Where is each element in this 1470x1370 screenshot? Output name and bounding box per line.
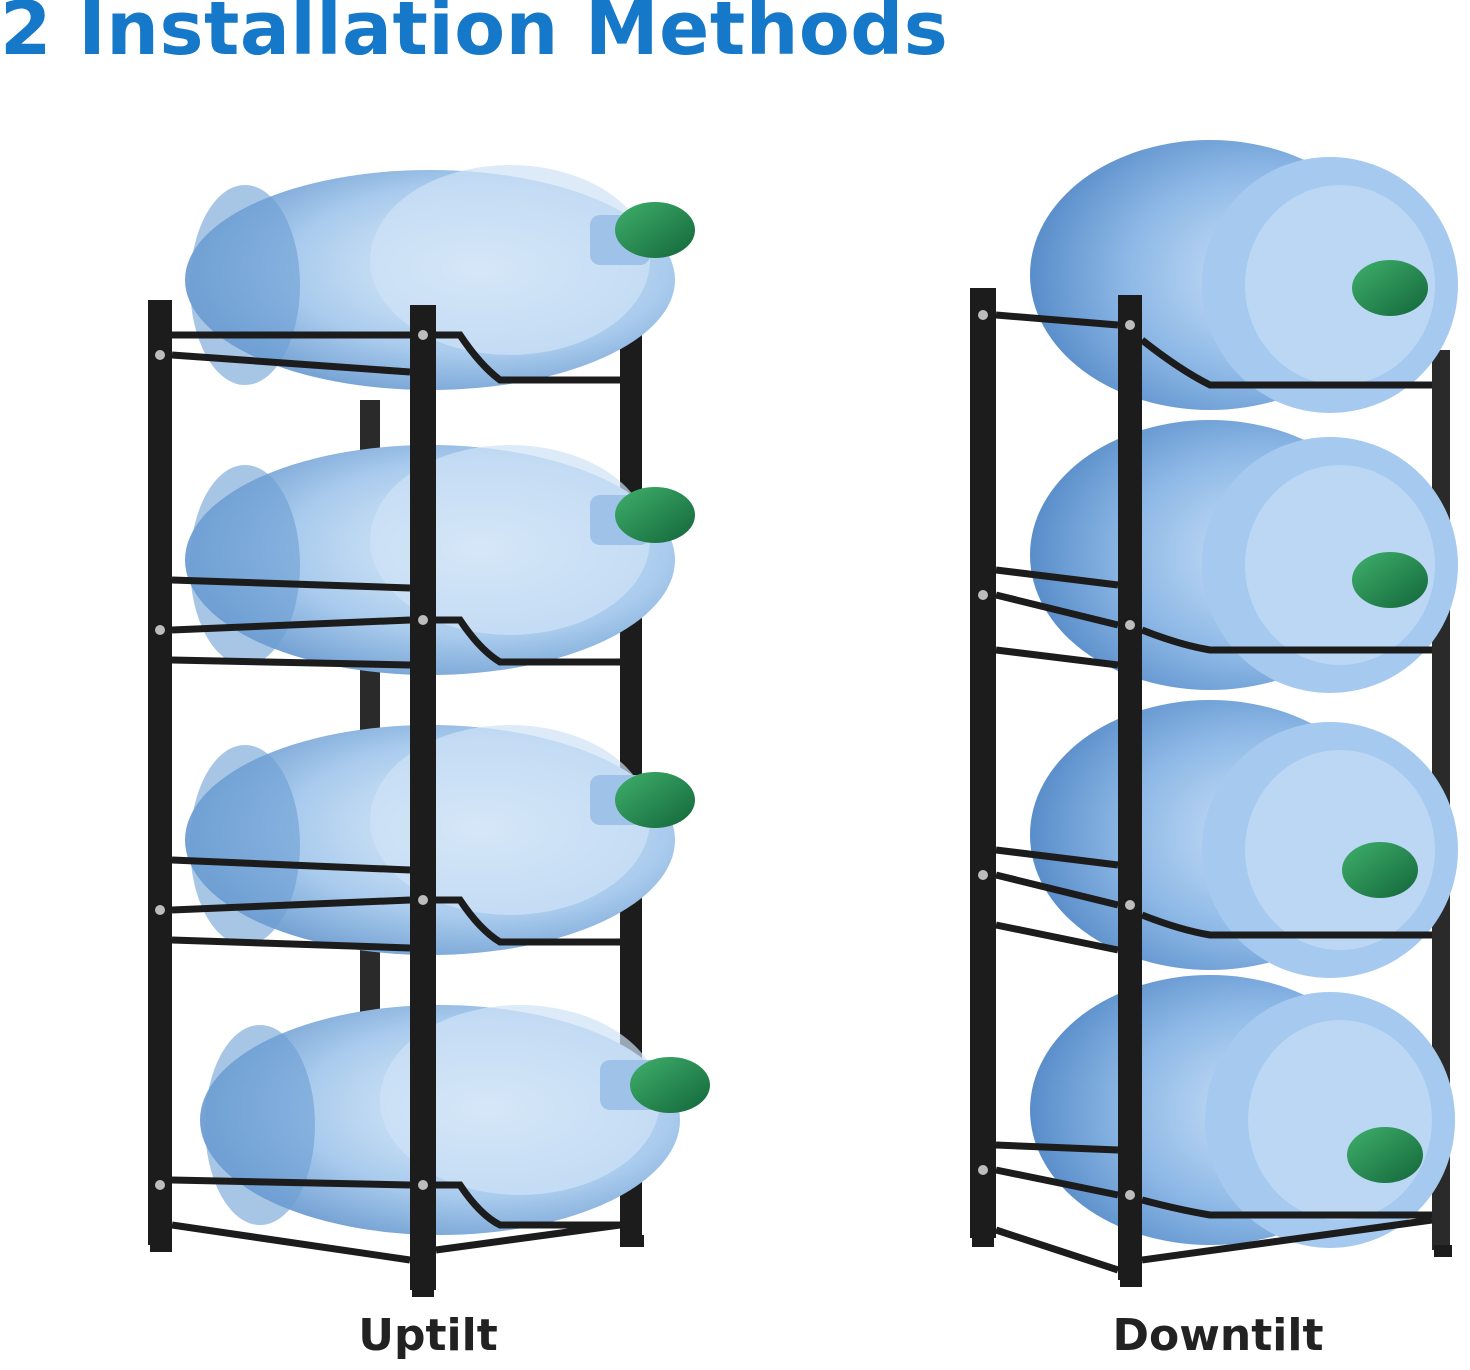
water-bottle-icon: [1030, 140, 1458, 413]
downtilt-rack-illustration: [970, 140, 1458, 1287]
water-bottle-icon: [200, 1005, 680, 1235]
bottle-cap-icon: [1352, 260, 1428, 316]
uptilt-rack-illustration: [148, 165, 710, 1297]
bottle-cap-icon: [1352, 552, 1428, 608]
water-bottle-icon: [1030, 420, 1458, 693]
bottle-cap-icon: [615, 202, 695, 258]
metal-rack-icon: [972, 295, 1452, 1287]
water-bottle-icon: [1030, 975, 1455, 1248]
bottle-cap-icon: [615, 487, 695, 543]
bottle-cap-icon: [615, 772, 695, 828]
caption-uptilt: Uptilt: [358, 1310, 498, 1361]
bottle-cap-icon: [1342, 842, 1418, 898]
page-title: 2 Installation Methods: [0, 0, 949, 72]
caption-downtilt: Downtilt: [1112, 1310, 1324, 1361]
bottle-cap-icon: [1347, 1127, 1423, 1183]
bottle-cap-icon: [630, 1057, 710, 1113]
metal-rack-icon: [148, 300, 644, 1297]
